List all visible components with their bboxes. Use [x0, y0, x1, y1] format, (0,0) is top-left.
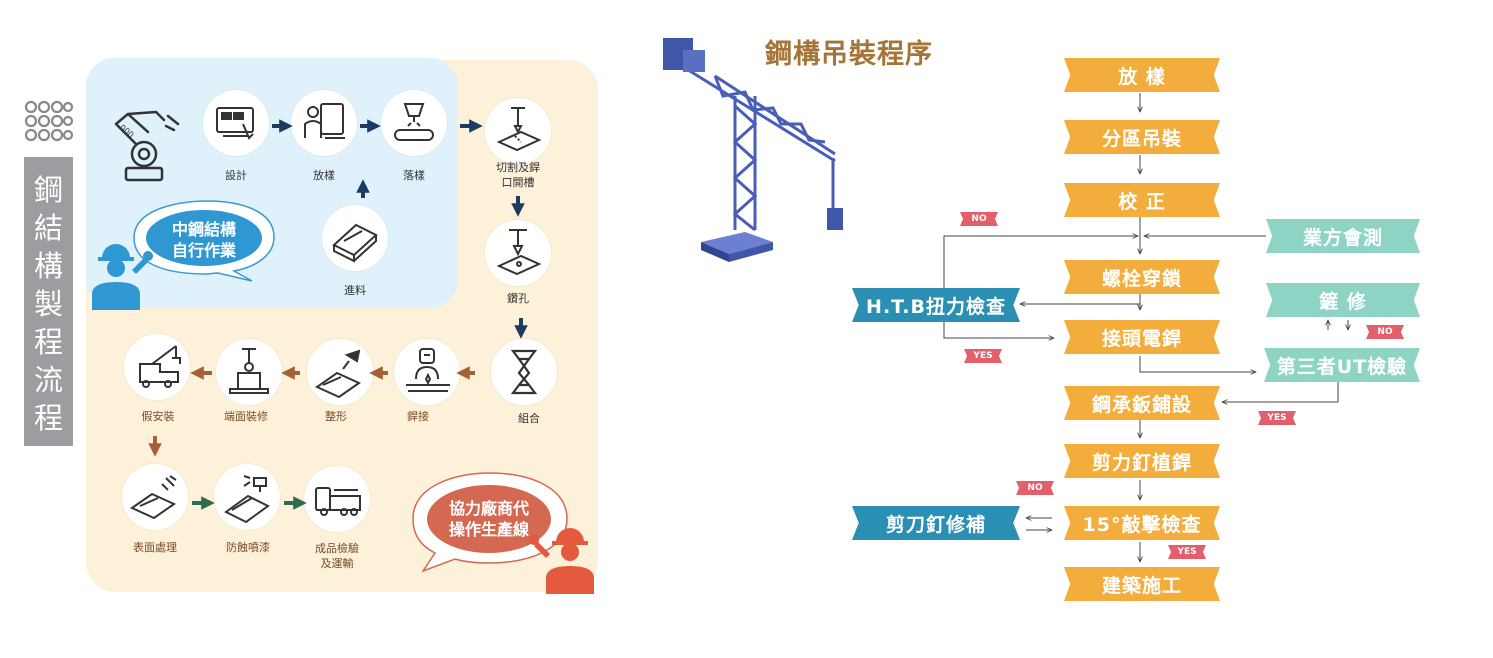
- spray-paint-icon: [224, 475, 270, 524]
- shaping-label: 整形: [325, 410, 347, 423]
- cutting-plan-step: [381, 90, 447, 156]
- layout-worker-icon: [304, 103, 345, 139]
- crane-title: 鋼構吊裝程序: [765, 39, 933, 70]
- feed-label: 進料: [344, 284, 366, 297]
- drill-label: 鑽孔: [507, 292, 529, 305]
- tag-yes-ut: YES: [1258, 411, 1296, 425]
- layout-step: [291, 90, 357, 156]
- tower-crane-icon: [663, 38, 843, 262]
- partner-bubble-text: 協力廠商代 操作生產線: [448, 499, 529, 539]
- robot-arm-icon: 000: [114, 110, 180, 182]
- inspect-ship-label: 成品檢驗 及運輸: [315, 542, 359, 570]
- cutting-torch-icon: [496, 107, 542, 152]
- cutting-plan-label: 落樣: [403, 169, 425, 182]
- surface-treatment-icon: [129, 475, 177, 520]
- surface-treat-label: 表面處理: [133, 541, 177, 554]
- tag-no-strike: NO: [1016, 481, 1054, 495]
- shipping-truck-icon: [315, 487, 361, 516]
- flow-connectors: [943, 93, 1440, 620]
- step-strike-check: 15°敲擊檢查: [1064, 506, 1220, 540]
- worker-blue-icon: [92, 244, 153, 310]
- vertical-title-bar: 鋼 結 構 製 程 流 程: [24, 157, 73, 446]
- assemble-step: [491, 339, 557, 405]
- cut-groove-label: 切割及銲 口開槽: [496, 161, 540, 189]
- end-finish-step: [216, 339, 282, 405]
- flow-arrows: [148, 119, 528, 510]
- step-stud-repair: 剪刀釘修補: [852, 506, 1020, 540]
- cutting-plan-icon: [394, 103, 434, 141]
- inhouse-bubble: [133, 200, 275, 282]
- step-layout: 放 樣: [1064, 58, 1220, 92]
- end-finish-label: 端面裝修: [224, 410, 268, 423]
- step-construction: 建築施工: [1064, 567, 1220, 601]
- tag-yes-strike: YES: [1168, 545, 1206, 559]
- layout-label: 放樣: [313, 169, 335, 182]
- step-deck-plate: 鋼承鈑鋪設: [1064, 386, 1220, 420]
- worker-orange-icon: [529, 528, 594, 594]
- tag-yes-htb: YES: [964, 349, 1002, 363]
- assembly-clamp-icon: [510, 349, 538, 395]
- logo-dots-icon: [24, 100, 74, 142]
- step-htb-check: H.T.B扭力檢查: [852, 288, 1020, 322]
- material-feed-icon: [332, 223, 378, 263]
- anticorrosion-step: [214, 464, 280, 530]
- surface-treat-step: [122, 464, 188, 530]
- drill-step: [485, 220, 551, 286]
- step-bolt: 螺栓穿鎖: [1064, 260, 1220, 294]
- weld-label: 銲接: [407, 410, 429, 423]
- inspect-ship-step: [304, 466, 370, 532]
- inhouse-bubble-text: 中鋼結構 自行作業: [171, 220, 236, 260]
- step-repair: 鏟 修: [1266, 283, 1420, 317]
- computer-design-icon: [216, 107, 254, 140]
- feed-step: [322, 205, 388, 271]
- pre-assembly-step: [124, 334, 190, 400]
- end-finishing-icon: [229, 348, 269, 394]
- crane-truck-icon: [139, 345, 181, 388]
- step-owner-survey: 業方會測: [1266, 219, 1420, 253]
- design-label: 設計: [225, 169, 247, 182]
- vertical-title: 鋼 結 構 製 程 流 程: [33, 173, 63, 435]
- step-align: 校 正: [1064, 183, 1220, 217]
- design-step: [203, 90, 269, 156]
- step-ut-check: 第三者UT檢驗: [1264, 348, 1420, 382]
- assemble-label: 組合: [518, 412, 540, 425]
- step-stud-weld: 剪力釘植銲: [1064, 444, 1220, 478]
- step-zone-lift: 分區吊裝: [1064, 120, 1220, 154]
- tag-no-ut: NO: [1366, 325, 1404, 339]
- shaping-step: [307, 339, 373, 405]
- welder-icon: [406, 348, 450, 392]
- anticorrosion-label: 防蝕噴漆: [226, 541, 270, 554]
- tag-no-htb: NO: [960, 212, 998, 226]
- weld-step: [394, 339, 460, 405]
- pre-assembly-label: 假安裝: [141, 410, 175, 423]
- shaping-icon: [314, 349, 362, 399]
- step-joint-weld: 接頭電銲: [1064, 320, 1220, 354]
- drill-icon: [496, 229, 542, 276]
- cut-groove-step: [485, 98, 551, 164]
